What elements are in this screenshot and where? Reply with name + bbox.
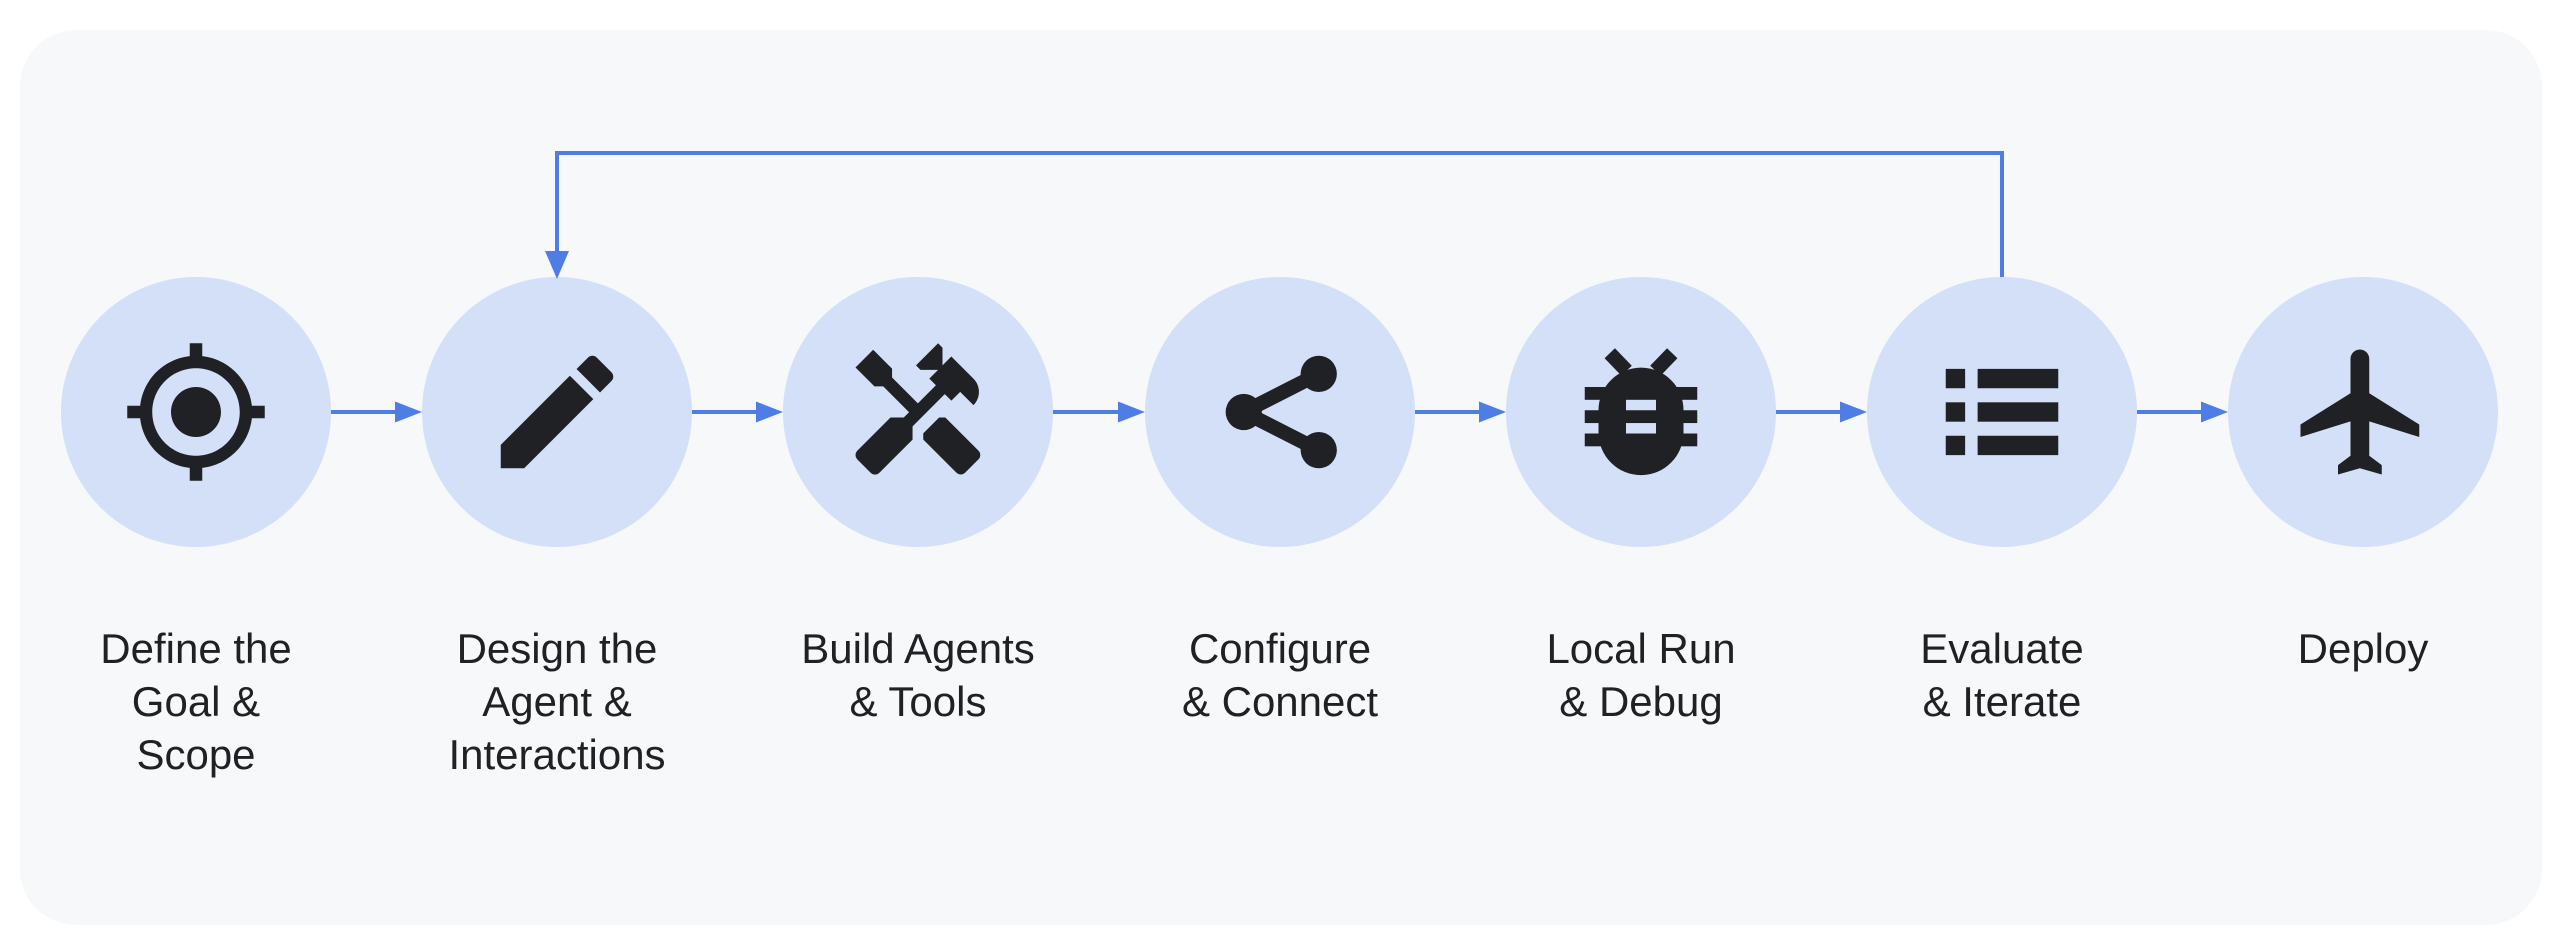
step-label-line: & Tools <box>849 678 987 725</box>
airplane-icon <box>2300 349 2420 475</box>
share-icon <box>1225 355 1337 469</box>
step-circle-design-agent <box>422 277 692 547</box>
step-label-line: Goal & <box>131 678 261 725</box>
step-label-line: Local Run <box>1546 625 1736 672</box>
step-label-build-agents: Build Agents & Tools <box>748 622 1088 728</box>
pencil-icon <box>500 355 614 469</box>
bug-icon <box>1584 348 1698 476</box>
step-label-line: Scope <box>136 731 256 778</box>
step-label-configure-connect: Configure & Connect <box>1110 622 1450 728</box>
step-label-deploy: Deploy <box>2193 622 2533 675</box>
target-icon <box>127 343 265 481</box>
step-circle-define-goal <box>61 277 331 547</box>
tools-icon <box>855 343 981 475</box>
step-label-line: Agent & <box>482 678 632 725</box>
step-label-line: & Iterate <box>1922 678 2082 725</box>
step-label-line: Evaluate <box>1920 625 2084 672</box>
step-circle-configure-connect <box>1145 277 1415 547</box>
step-label-line: & Connect <box>1181 678 1379 725</box>
step-label-line: Design the <box>456 625 658 672</box>
step-label-line: Configure <box>1188 625 1372 672</box>
step-label-line: & Debug <box>1559 678 1723 725</box>
step-circle-local-run-debug <box>1506 277 1776 547</box>
step-label-local-run-debug: Local Run & Debug <box>1471 622 1811 728</box>
step-label-line: Interactions <box>448 731 666 778</box>
step-circle-build-agents <box>783 277 1053 547</box>
step-circle-deploy <box>2228 277 2498 547</box>
step-label-evaluate-iterate: Evaluate & Iterate <box>1832 622 2172 728</box>
list-icon <box>1945 368 2059 456</box>
step-label-line: Define the <box>100 625 292 672</box>
step-label-line: Build Agents <box>801 625 1035 672</box>
step-circle-evaluate-iterate <box>1867 277 2137 547</box>
step-label-line: Deploy <box>2297 625 2429 672</box>
